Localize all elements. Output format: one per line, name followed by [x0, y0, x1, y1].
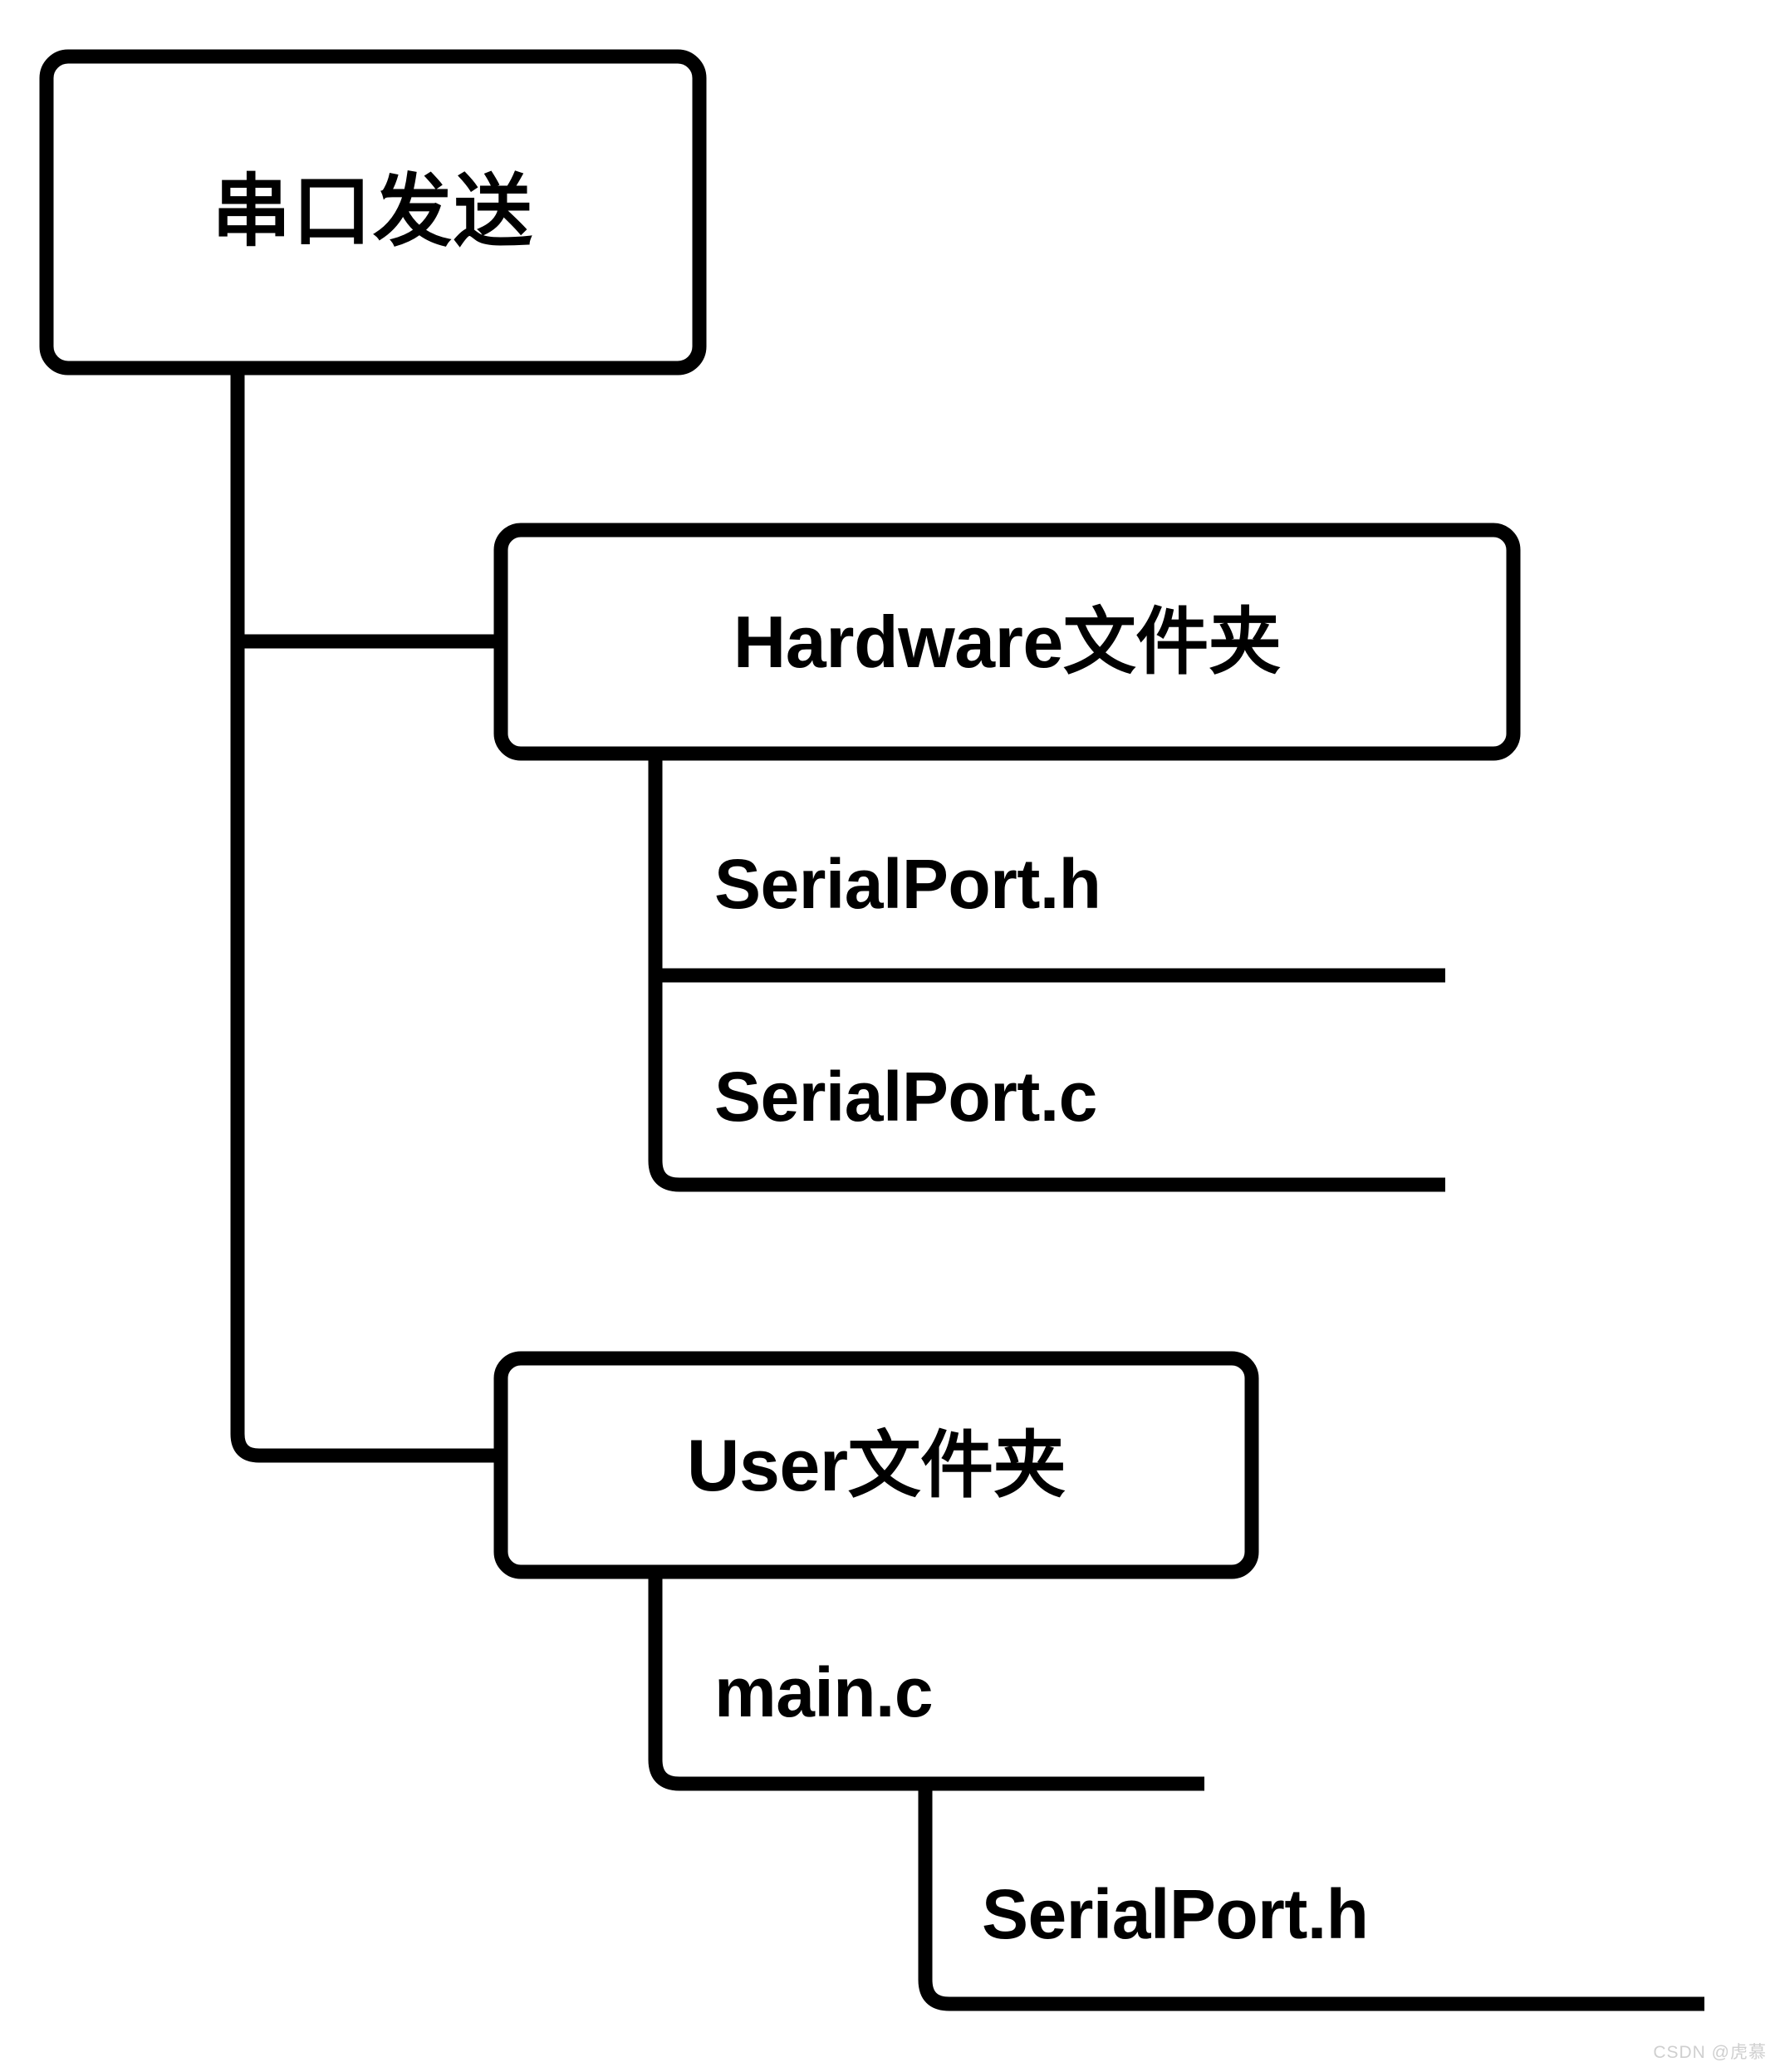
root-node-box[interactable]: [39, 49, 707, 376]
hardware-folder-label: Hardware文件夹: [733, 600, 1282, 683]
trunk-line: [230, 368, 501, 1463]
hardware-node-box[interactable]: [493, 523, 1521, 761]
user-node-box[interactable]: [493, 1351, 1259, 1579]
user-main-c-label: main.c: [714, 1653, 934, 1731]
user-main-serialport-h-label: SerialPort.h: [982, 1875, 1369, 1953]
main-c-child-spine: [918, 1784, 1704, 2011]
csdn-watermark: CSDN @虎慕: [1653, 2043, 1767, 2062]
user-folder-label: User文件夹: [686, 1423, 1066, 1506]
hardware-serialport-h-label: SerialPort.h: [714, 845, 1101, 923]
hardware-serialport-c-label: SerialPort.c: [714, 1058, 1097, 1136]
user-children-spine: [648, 1572, 1204, 1791]
root-node-label: 串口发送: [211, 168, 534, 256]
hardware-children-spine: [648, 754, 1445, 1192]
